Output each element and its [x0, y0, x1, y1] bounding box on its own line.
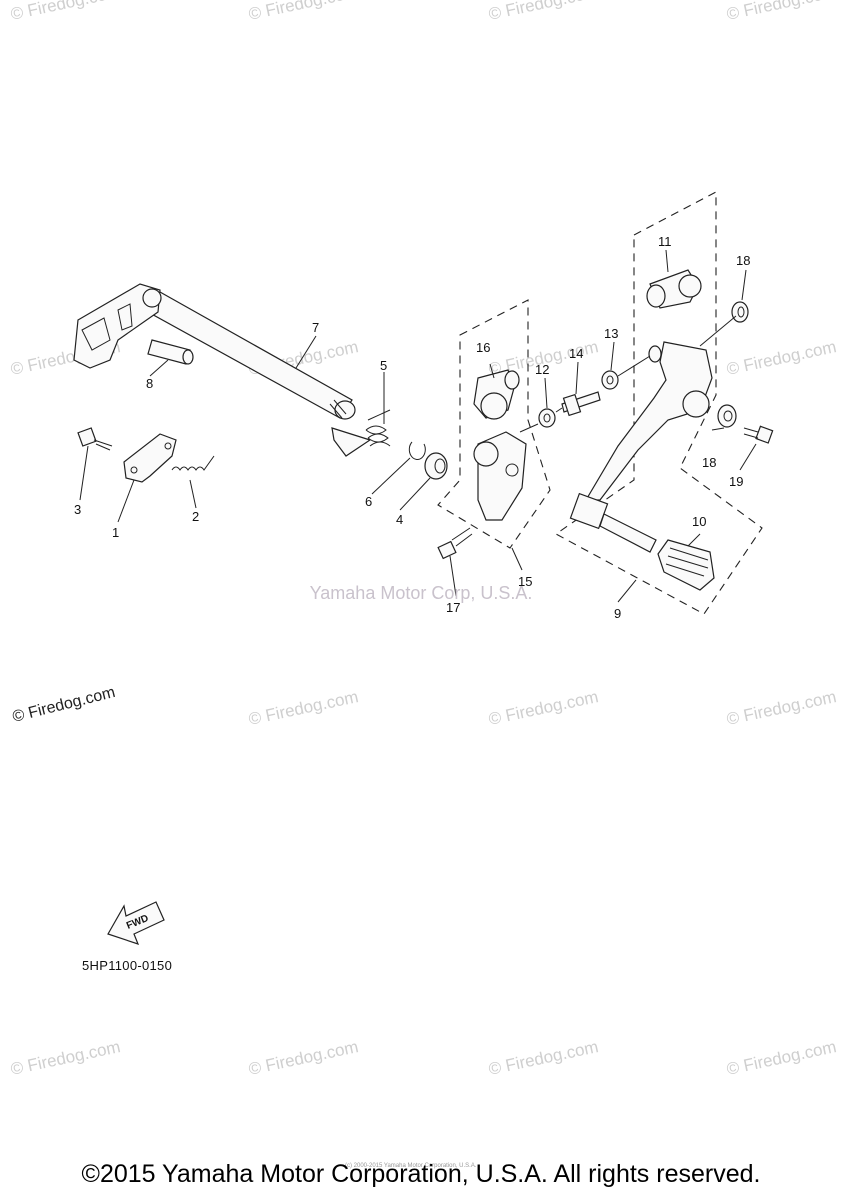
callout-19: 19 — [729, 474, 743, 489]
part-nut-13 — [601, 370, 619, 390]
callout-4: 4 — [396, 512, 403, 527]
watermark: © Firedog.com — [9, 0, 122, 24]
part-stopper-lever — [123, 433, 177, 483]
part-torsion-spring — [331, 409, 391, 457]
callout-7: 7 — [312, 320, 319, 335]
part-washer — [424, 452, 448, 480]
callout-17: 17 — [446, 600, 460, 615]
callout-13: 13 — [604, 326, 618, 341]
part-pin — [147, 339, 194, 365]
watermark: © Firedog.com — [487, 0, 600, 24]
copyright-footer: ©2015 Yamaha Motor Corporation, U.S.A. A… — [81, 1160, 761, 1188]
part-washer-18a — [731, 301, 749, 323]
watermark: © Firedog.com — [725, 687, 838, 729]
callout-10: 10 — [692, 514, 706, 529]
center-watermark: Yamaha Motor Corp, U.S.A. — [309, 583, 533, 603]
callout-1: 1 — [112, 525, 119, 540]
callout-18a: 18 — [736, 253, 750, 268]
part-return-spring — [171, 455, 215, 471]
watermark-dark: © Firedog.com — [11, 684, 117, 726]
callout-2: 2 — [192, 509, 199, 524]
watermark: © Firedog.com — [247, 0, 360, 24]
leader-lines — [79, 249, 757, 603]
watermark: © Firedog.com — [725, 337, 838, 379]
callout-15: 15 — [518, 574, 532, 589]
group-15-outline — [437, 299, 551, 549]
part-bolt-17 — [437, 527, 473, 560]
part-bolt-19 — [743, 425, 774, 444]
diagram-code: 5HP1100-0150 — [82, 958, 173, 973]
group-9-outline — [554, 191, 763, 615]
callout-8: 8 — [146, 376, 153, 391]
callout-9: 9 — [614, 606, 621, 621]
part-rod-14 — [561, 391, 601, 417]
part-shift-arm-15 — [473, 431, 527, 521]
watermark: © Firedog.com — [487, 687, 600, 729]
callout-11: 11 — [658, 234, 672, 249]
fine-print: (c) 2000-2015 Yamaha Motor Corporation, … — [345, 1163, 477, 1169]
watermark: © Firedog.com — [247, 1037, 360, 1079]
part-bolt-3 — [77, 427, 113, 451]
part-shift-pedal — [569, 341, 713, 553]
part-ball-joint-11 — [646, 269, 702, 309]
callout-18b: 18 — [702, 455, 716, 470]
part-washer-18b — [717, 404, 737, 428]
callout-6: 6 — [365, 494, 372, 509]
watermark: © Firedog.com — [9, 1037, 122, 1079]
part-nut-12 — [538, 408, 556, 428]
callout-3: 3 — [74, 502, 81, 517]
watermark: © Firedog.com — [487, 1037, 600, 1079]
part-circlip — [408, 441, 426, 460]
callout-labels: 1 2 3 4 5 6 7 8 9 10 11 12 13 14 15 16 1… — [74, 234, 750, 621]
callout-14: 14 — [569, 346, 583, 361]
callout-12: 12 — [535, 362, 549, 377]
part-shift-shaft — [73, 283, 356, 420]
watermark: © Firedog.com — [725, 0, 838, 24]
part-pedal-rubber — [657, 539, 715, 591]
watermark: © Firedog.com — [725, 1037, 838, 1079]
callout-5: 5 — [380, 358, 387, 373]
watermark: © Firedog.com — [247, 687, 360, 729]
callout-16: 16 — [476, 340, 490, 355]
fwd-arrow-icon: FWD — [107, 901, 165, 945]
part-ball-joint-16 — [473, 369, 520, 420]
